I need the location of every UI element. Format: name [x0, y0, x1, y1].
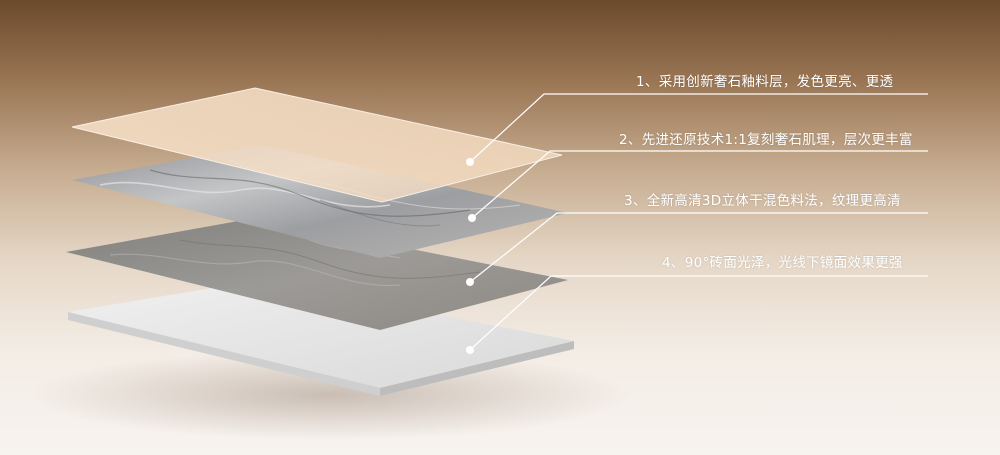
leader-dot-1 [466, 158, 474, 166]
leader-line-4 [469, 275, 928, 351]
leader-lines [469, 93, 928, 351]
leader-dot-2 [468, 214, 476, 222]
layer-4-description: 4、90°砖面光泽，光线下镜面效果更强 [662, 255, 903, 271]
leader-dot-3 [466, 278, 474, 286]
marble-pattern-layer [72, 145, 568, 258]
layer-3-description: 3、全新高清3D立体干混色料法，纹理更高清 [624, 193, 901, 209]
leader-dot-4 [466, 346, 474, 354]
leader-line-2 [471, 150, 928, 219]
floor-shadow [30, 350, 630, 440]
leader-dots [466, 158, 476, 354]
layer-1-description: 1、采用创新奢石釉料层，发色更亮、更透 [636, 74, 894, 90]
glaze-layer [71, 87, 563, 203]
leader-line-1 [469, 93, 928, 163]
leader-line-3 [469, 212, 928, 283]
base-tile-layer [68, 280, 574, 396]
layer-2-description: 2、先进还原技术1:1复刻奢石肌理，层次更丰富 [619, 132, 913, 148]
